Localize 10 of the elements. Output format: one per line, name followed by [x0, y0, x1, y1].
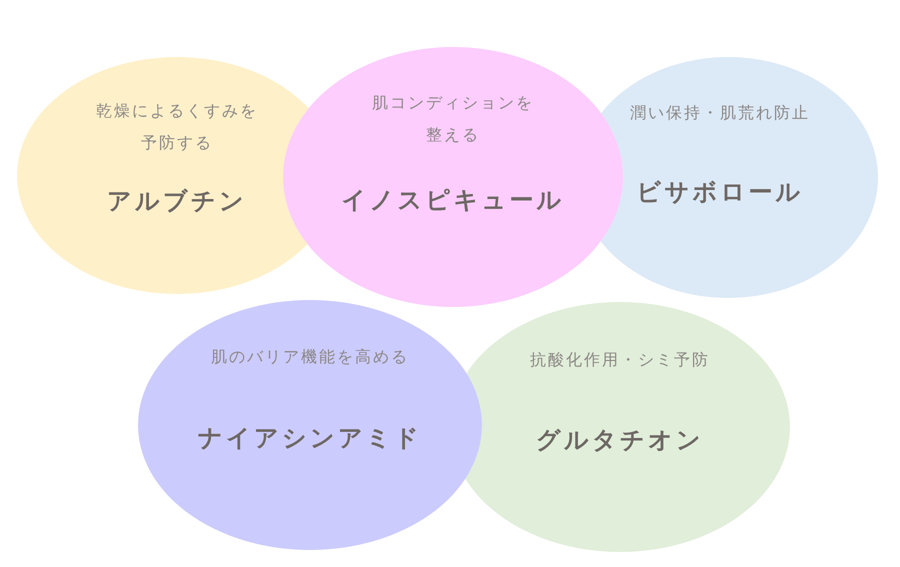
benefit-text: 乾燥によるくすみを予防する — [95, 100, 259, 154]
benefit-text: 肌のバリア機能を高める — [211, 346, 409, 368]
benefit-text: 肌コンディションを整える — [371, 92, 535, 146]
ingredient-name: グルタチオン — [536, 425, 704, 455]
benefit-text: 抗酸化作用・シミ予防 — [530, 349, 710, 371]
ingredient-name: イノスピキュール — [342, 185, 564, 215]
ingredient-name: ナイアシンアミド — [198, 423, 422, 453]
ingredient-name: ビサボロール — [636, 177, 804, 207]
ingredient-name: アルブチン — [107, 186, 247, 216]
benefit-text: 潤い保持・肌荒れ防止 — [630, 102, 810, 124]
